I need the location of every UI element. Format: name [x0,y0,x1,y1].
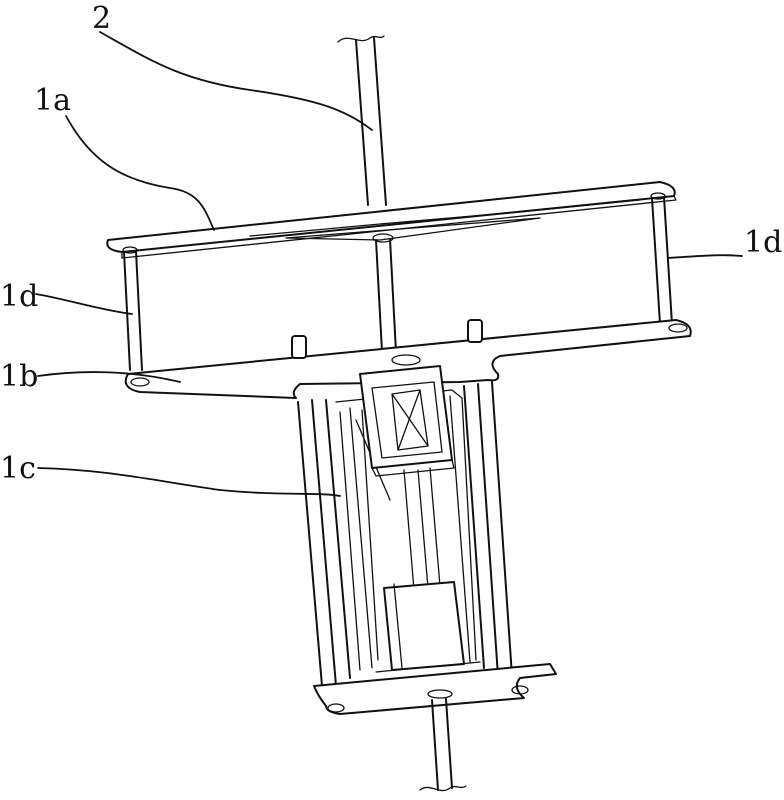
leader-right-strut [667,254,743,259]
lower-frame [297,381,513,687]
label-shaft: 2 [92,1,111,36]
label-left-strut: 1d [0,279,38,314]
leader-middle-plate [37,371,181,383]
label-lower-frame: 1c [0,451,36,486]
main-shaft [337,35,387,206]
middle-plate [124,319,692,399]
bottom-plate [313,663,557,715]
main-shaft-lower [419,698,467,792]
leader-left-strut [35,293,133,315]
top-plate [106,181,677,259]
label-middle-plate: 1b [0,359,38,394]
leader-top-plate [65,115,215,231]
cross-brace-box [359,365,455,477]
label-right-strut: 1d [744,225,782,260]
strut-center [375,238,397,353]
leader-shaft [99,31,373,131]
label-top-plate: 1a [34,83,71,118]
leader-lower-frame [37,467,341,497]
strut-left [122,246,143,371]
strut-right [650,192,673,325]
